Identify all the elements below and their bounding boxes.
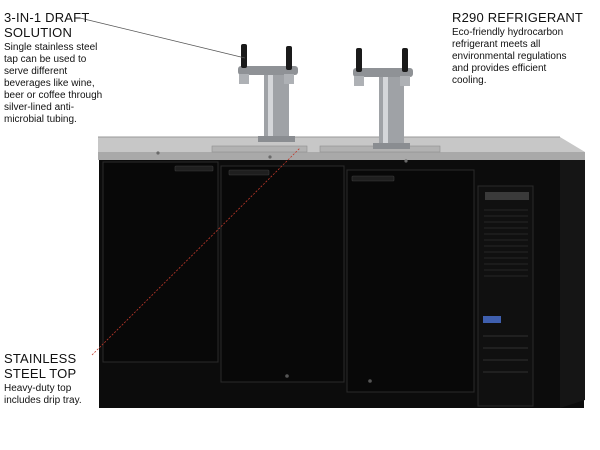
vent-grille bbox=[484, 209, 528, 277]
tap-tower-right bbox=[353, 48, 413, 149]
callout-top-title-line2: STEEL TOP bbox=[4, 366, 77, 381]
callout-refrigerant-body: Eco-friendly hydrocarbon refrigerant mee… bbox=[452, 27, 600, 87]
callout-top-line: Heavy-duty top bbox=[4, 383, 72, 394]
brand-plate bbox=[485, 192, 529, 200]
temperature-display bbox=[483, 316, 501, 323]
vent-panel bbox=[477, 185, 534, 407]
callout-top-line: includes drip tray. bbox=[4, 395, 82, 406]
callout-draft-line: tap can be used to bbox=[4, 54, 87, 65]
door-middle-handle bbox=[228, 169, 270, 176]
callout-stainless-top: STAINLESS STEEL TOP Heavy-duty top inclu… bbox=[4, 351, 124, 407]
lower-vent bbox=[483, 335, 528, 373]
callout-draft-title-line2: SOLUTION bbox=[4, 25, 73, 40]
callout-draft-solution: 3-IN-1 DRAFT SOLUTION Single stainless s… bbox=[4, 10, 139, 126]
countertop-front-edge bbox=[98, 152, 585, 160]
door-left-handle bbox=[174, 165, 214, 172]
door-right bbox=[346, 169, 475, 393]
callout-draft-line: beverages like wine, bbox=[4, 78, 95, 89]
callout-draft-title-line1: 3-IN-1 DRAFT bbox=[4, 10, 90, 25]
callout-top-body: Heavy-duty top includes drip tray. bbox=[4, 383, 124, 407]
callout-draft-line: beer or coffee through bbox=[4, 90, 103, 101]
callout-refrigerant-line: Eco-friendly hydrocarbon bbox=[452, 27, 564, 38]
callout-refrigerant-line: cooling. bbox=[452, 75, 487, 86]
tap-tower-left bbox=[238, 44, 298, 142]
callout-draft-line: silver-lined anti- bbox=[4, 102, 75, 113]
callout-refrigerant-line: refrigerant meets all bbox=[452, 39, 541, 50]
callout-refrigerant-line: and provides efficient bbox=[452, 63, 547, 74]
callout-draft-line: Single stainless steel bbox=[4, 42, 98, 53]
callout-refrigerant-title: R290 REFRIGERANT bbox=[452, 10, 584, 25]
callout-draft-line: serve different bbox=[4, 66, 68, 77]
callout-refrigerant-line: environmental regulations bbox=[452, 51, 567, 62]
callout-draft-body: Single stainless steel tap can be used t… bbox=[4, 42, 139, 126]
door-right-handle bbox=[351, 175, 395, 182]
door-left bbox=[102, 161, 219, 363]
callout-refrigerant: R290 REFRIGERANT Eco-friendly hydrocarbo… bbox=[452, 10, 600, 87]
callout-draft-line: microbial tubing. bbox=[4, 114, 77, 125]
leader-line-draft bbox=[79, 17, 246, 59]
door-middle bbox=[220, 165, 345, 383]
callout-top-title-line1: STAINLESS bbox=[4, 351, 77, 366]
drip-tray-left bbox=[211, 145, 308, 153]
